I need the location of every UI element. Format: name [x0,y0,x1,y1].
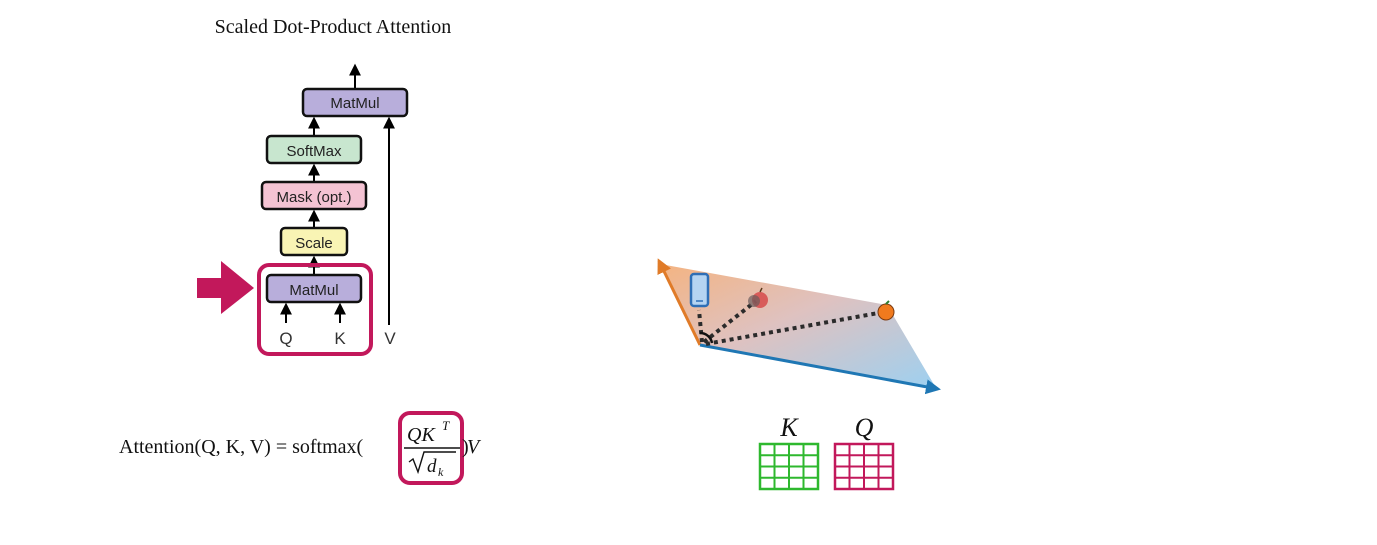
matmul-top-block [301,87,409,118]
matmul-top-label: MatMul [330,95,379,112]
input-q-label: Q [279,329,292,348]
matmul-bottom-label: MatMul [289,282,338,299]
orange-axis-arrow [657,258,702,346]
scale-label: Scale [295,235,333,252]
mask-block [260,180,368,211]
key-matrix: K [758,413,820,491]
formula-numerator: QK [407,424,436,446]
mask-label: Mask (opt.) [276,189,351,206]
dotted-line-phone [697,309,704,343]
phone-icon [689,272,710,308]
orange-fruit-icon [877,300,895,321]
blue-axis-arrow [699,343,941,395]
formula-denominator: d [427,456,437,477]
highlight-box-fraction [398,411,464,485]
formula-denominator-sub: k [438,465,444,479]
scale-block [279,226,349,257]
matrix-k-label: K [779,413,799,442]
embedding-plane [660,264,936,388]
input-k-label: K [334,329,346,348]
formula-numerator-sup: T [442,418,450,433]
apple-icon [748,287,768,308]
softmax-label: SoftMax [286,143,342,160]
matmul-bottom-block [265,273,363,304]
formula-rhs-v: V [467,436,482,458]
pointer-arrow-icon [197,261,254,314]
input-v-label: V [384,329,396,348]
angle-arc [699,331,714,344]
key-matrix-grid [758,442,820,491]
query-matrix-grid [833,442,895,491]
dotted-line-orange [705,310,885,346]
attention-formula: Attention(Q, K, V) = softmax( QK T d k )… [119,411,482,485]
highlight-box-matmul [257,263,373,356]
formula-lhs: Attention(Q, K, V) = softmax( [119,436,364,458]
sqrt-sign-icon [408,451,456,475]
softmax-block [265,134,363,165]
diagram-title: Scaled Dot-Product Attention [215,16,452,38]
attention-block-diagram: MatMul SoftMax Mask (opt.) Scale MatMul … [197,63,409,356]
dotted-line-apple [702,299,758,344]
embedding-plane-illustration [657,258,941,395]
matrix-q-label: Q [855,413,874,442]
formula-rhs-paren: ) [462,436,469,458]
query-matrix: Q [833,413,895,491]
